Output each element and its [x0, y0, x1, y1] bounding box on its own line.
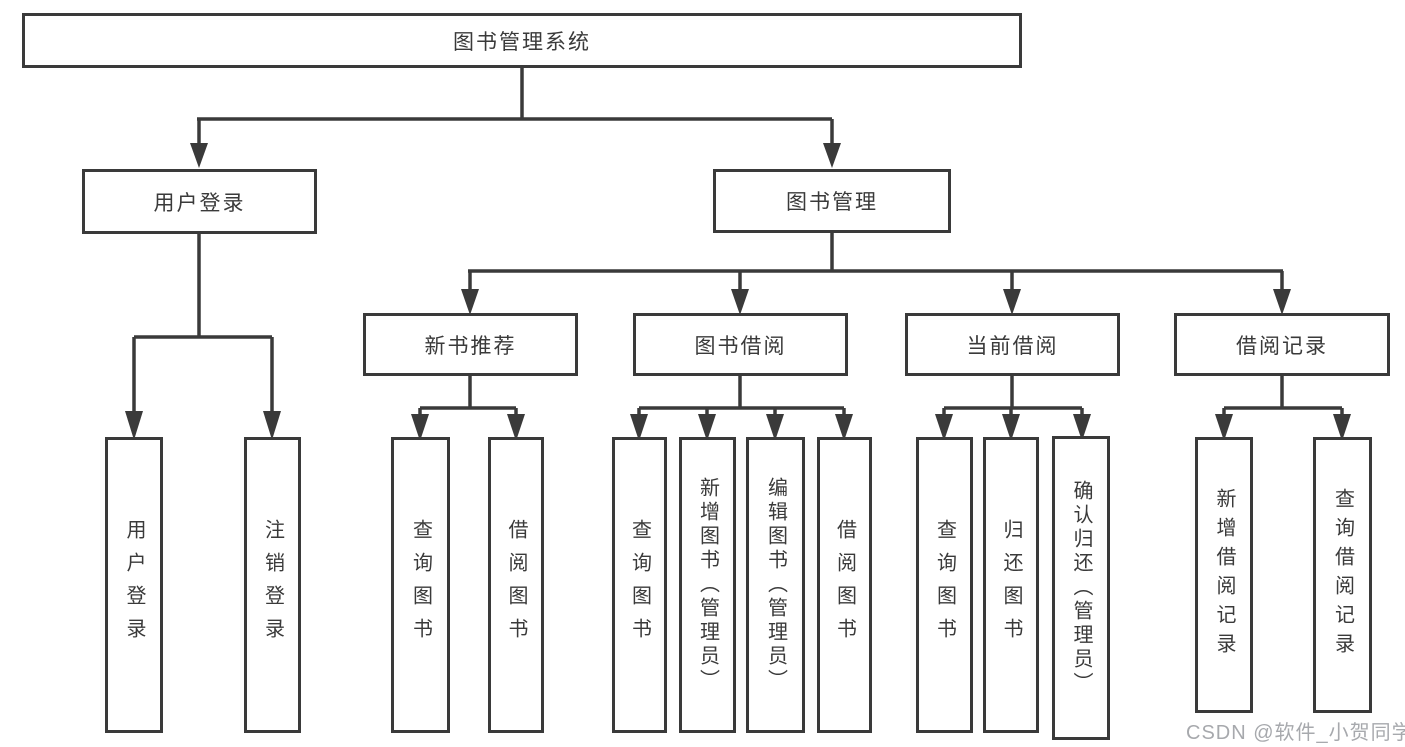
csdn-watermark: CSDN @软件_小贺同学 — [1186, 722, 1405, 744]
leaf-query-books-borrow: 查询图书 — [612, 437, 667, 733]
connector-current-borrow-children — [935, 376, 1091, 441]
node-label: 借阅记录 — [1236, 334, 1328, 358]
node-label: 用户登录 — [123, 519, 145, 651]
node-book-borrowing: 图书借阅 — [633, 313, 848, 376]
node-new-book-recommendation: 新书推荐 — [363, 313, 578, 376]
leaf-borrow-books: 借阅图书 — [817, 437, 872, 733]
node-user-login: 用户登录 — [82, 169, 317, 234]
leaf-add-books-admin: 新增图书（管理员） — [679, 437, 736, 733]
leaf-query-books-recommend: 查询图书 — [391, 437, 450, 733]
node-label: 新增借阅记录 — [1213, 488, 1235, 662]
node-label: 注销登录 — [261, 519, 284, 651]
node-label: 查询借阅记录 — [1331, 488, 1354, 662]
leaf-borrow-books-recommend: 借阅图书 — [488, 437, 544, 733]
leaf-logout: 注销登录 — [244, 437, 301, 733]
leaf-edit-books-admin: 编辑图书（管理员） — [746, 437, 805, 733]
node-label: 图书管理 — [786, 191, 878, 214]
node-borrowing-records: 借阅记录 — [1174, 313, 1390, 376]
node-label: 图书借阅 — [694, 334, 787, 358]
node-label: 图书管理系统 — [453, 30, 591, 54]
node-label: 当前借阅 — [966, 334, 1059, 358]
node-label: 借阅图书 — [505, 519, 527, 651]
node-label: 用户登录 — [153, 191, 246, 215]
node-label: 确认归还（管理员） — [1070, 480, 1092, 696]
node-label: 查询图书 — [933, 519, 956, 651]
node-book-management: 图书管理 — [713, 169, 951, 233]
connector-new-book-children — [411, 376, 525, 441]
leaf-return-books: 归还图书 — [983, 437, 1039, 733]
connector-borrow-records-children — [1215, 376, 1351, 441]
leaf-query-books-current: 查询图书 — [916, 437, 973, 733]
node-label: 查询图书 — [409, 519, 432, 651]
node-label: 查询图书 — [628, 519, 651, 651]
leaf-confirm-return-admin: 确认归还（管理员） — [1052, 436, 1110, 740]
connector-book-management-children — [461, 233, 1291, 315]
node-label: 编辑图书（管理员） — [764, 477, 787, 693]
node-label: 新增图书（管理员） — [696, 477, 719, 693]
node-library-management-system: 图书管理系统 — [22, 13, 1022, 68]
leaf-query-borrow-record: 查询借阅记录 — [1313, 437, 1372, 713]
leaf-user-login: 用户登录 — [105, 437, 163, 733]
node-current-borrowing: 当前借阅 — [905, 313, 1120, 376]
leaf-add-borrow-record: 新增借阅记录 — [1195, 437, 1253, 713]
node-label: 归还图书 — [1000, 519, 1022, 651]
node-label: 借阅图书 — [833, 519, 856, 651]
connector-user-login-children — [125, 234, 281, 440]
connector-book-borrow-children — [630, 376, 853, 441]
node-label: 新书推荐 — [424, 334, 517, 358]
connector-root-to-level2 — [190, 68, 841, 168]
